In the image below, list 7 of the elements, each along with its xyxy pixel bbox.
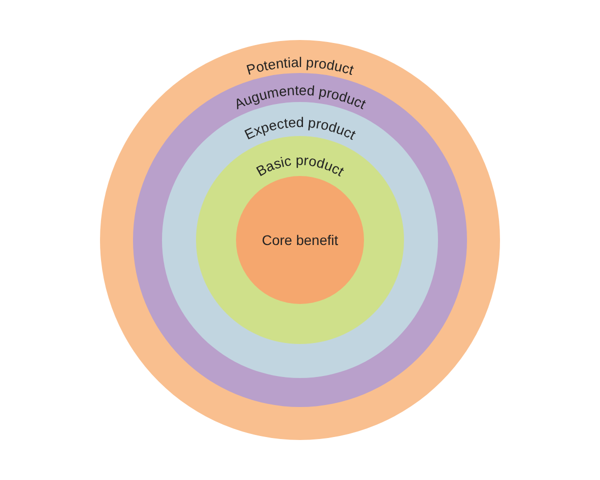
ring-label: Potential product (244, 54, 356, 78)
ring-label: Expected product (242, 114, 358, 143)
ring-label: Basic product (253, 152, 347, 180)
ring (133, 73, 467, 407)
ring (100, 40, 500, 440)
circle-label: Core benefit (262, 232, 338, 248)
core-circle (236, 176, 364, 304)
